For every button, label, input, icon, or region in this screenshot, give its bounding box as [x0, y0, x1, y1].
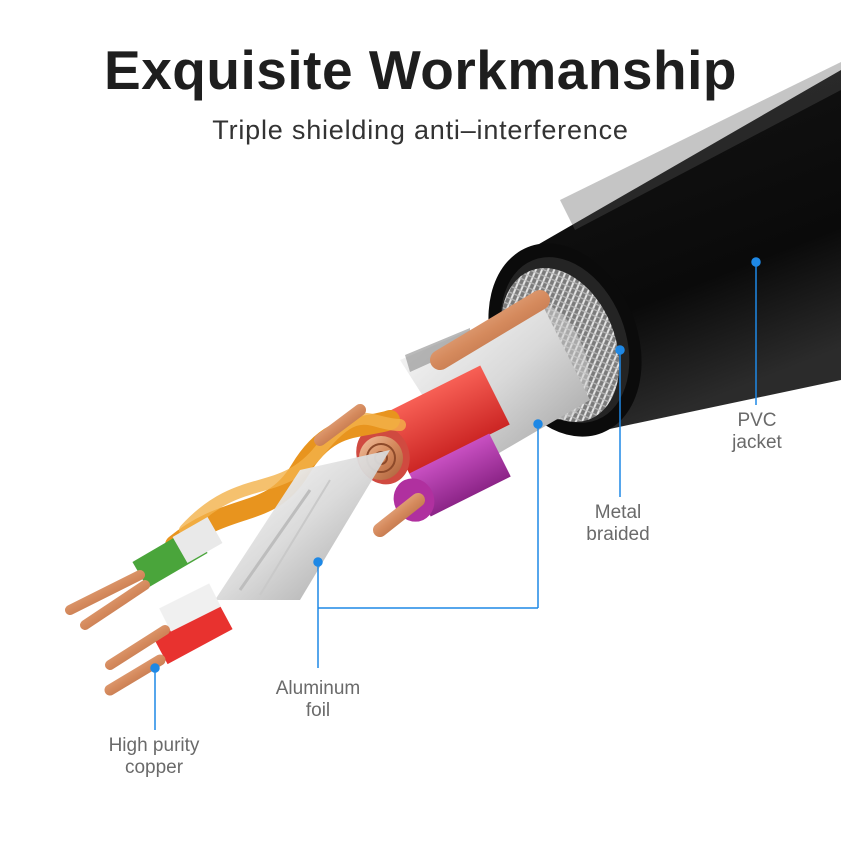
- label-copper-line1: High purity: [108, 735, 200, 756]
- label-copper-line2: copper: [124, 757, 184, 778]
- green-conductor: [65, 516, 223, 630]
- label-metal-braided: Metal braided: [568, 502, 668, 546]
- label-pvc-jacket-line1: PVC: [737, 410, 777, 431]
- red-white-pair: [104, 583, 233, 696]
- inner-foil-wrap: [215, 450, 390, 600]
- label-aluminum-foil-line2: foil: [305, 700, 331, 721]
- label-aluminum-foil-line1: Aluminum: [275, 678, 361, 699]
- label-high-purity-copper: High purity copper: [88, 735, 220, 779]
- label-pvc-jacket-line2: jacket: [732, 432, 782, 453]
- label-metal-braided-line2: braided: [586, 524, 650, 545]
- label-aluminum-foil: Aluminum foil: [258, 678, 378, 722]
- callout-lines: [150, 257, 761, 730]
- label-metal-braided-line1: Metal: [594, 502, 642, 523]
- page-title: Exquisite Workmanship: [104, 39, 737, 101]
- drain-wire: [430, 290, 550, 370]
- page-subtitle: Triple shielding anti–interference: [212, 115, 629, 145]
- label-pvc-jacket: PVC jacket: [712, 410, 802, 454]
- purple-conductor: [373, 433, 511, 537]
